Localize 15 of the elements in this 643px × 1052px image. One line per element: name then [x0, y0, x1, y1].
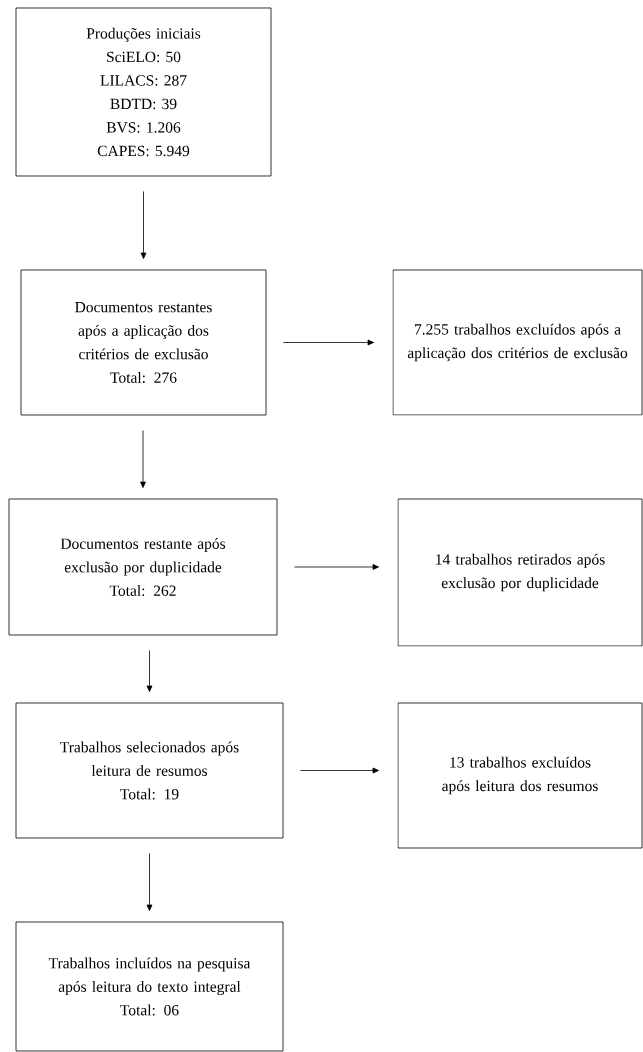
process-box: Trabalhos incluídos na pesquisa após leitura do texto integral Total: 06	[15, 921, 284, 1052]
process-box: Produções iniciais SciELO: 50 LILACS: 287 BDTD: 39 BVS: 1.206 CAPES: 5.949	[15, 7, 272, 177]
arrow	[146, 650, 153, 692]
arrow	[140, 191, 147, 259]
process-box: 14 trabalhos retirados após exclusão por duplicidade	[397, 498, 643, 647]
process-box: 7.255 trabalhos excluídos após a aplicação dos critérios de exclusão	[392, 269, 643, 416]
arrow	[300, 767, 379, 774]
process-box: Documentos restante após exclusão por duplicidade Total: 262	[8, 498, 278, 636]
arrow	[140, 430, 146, 488]
arrow	[146, 853, 153, 911]
arrow	[283, 339, 374, 346]
process-box: 13 trabalhos excluídos após leitura dos resumos	[397, 702, 643, 849]
process-box: Trabalhos selecionados após leitura de resumos Total: 19	[15, 702, 284, 839]
process-box: Documentos restantes após a aplicação dos critérios de exclusão Total: 276	[20, 269, 267, 416]
arrow	[294, 564, 379, 570]
